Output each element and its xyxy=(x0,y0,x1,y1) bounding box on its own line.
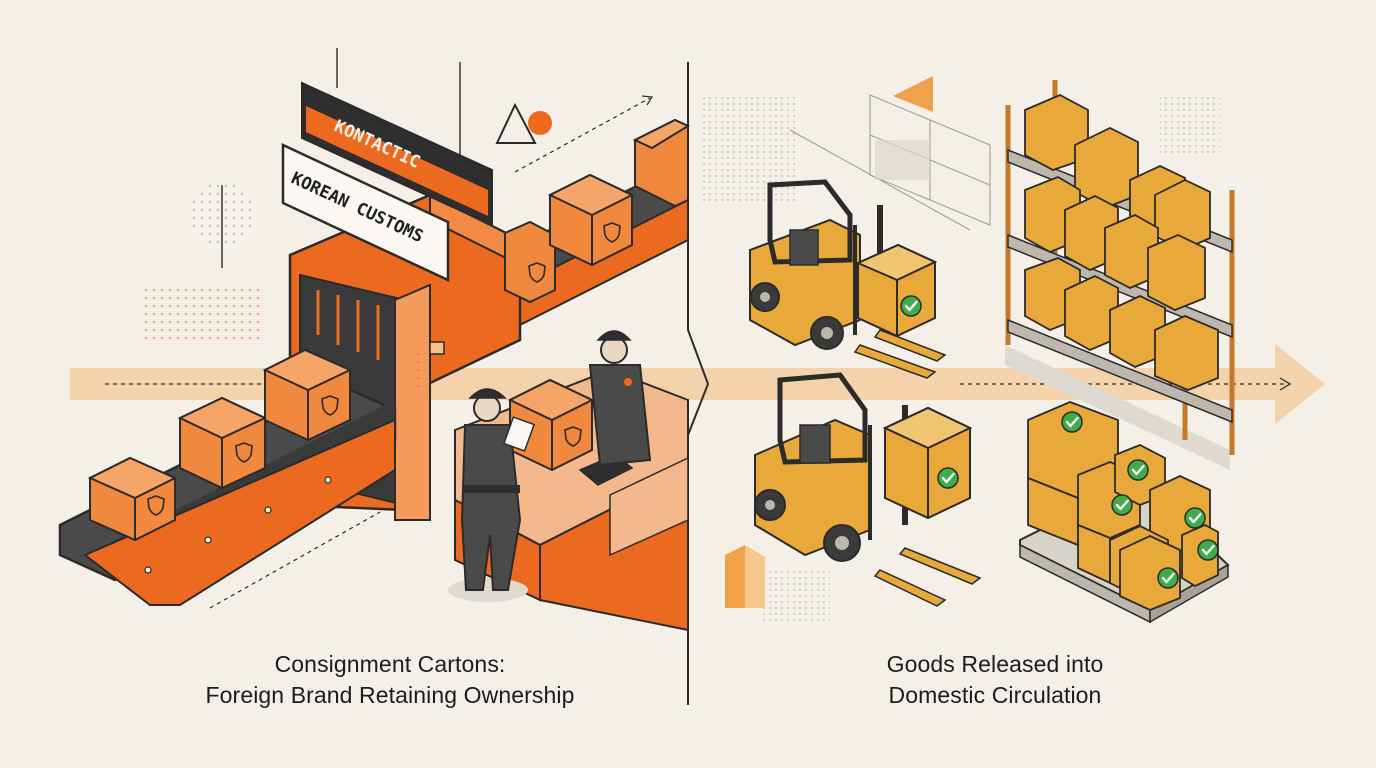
release-caption: Goods Released into Domestic Circulation xyxy=(840,649,1150,711)
clipboard-icon xyxy=(502,416,536,452)
consignment-carton-3 xyxy=(262,348,353,442)
forklift-bottom xyxy=(754,372,982,607)
release-caption-line2: Domestic Circulation xyxy=(888,682,1102,708)
brand-logo-icon xyxy=(307,113,330,137)
consignment-caption: Consignment Cartons: Foreign Brand Retai… xyxy=(115,649,665,711)
consignment-carton-4 xyxy=(504,220,556,304)
customs-officer-back xyxy=(588,330,652,467)
consignment-caption-line1: Consignment Cartons: xyxy=(274,651,506,677)
consignment-carton-6 xyxy=(632,118,691,208)
consignment-caption-line2: Foreign Brand Retaining Ownership xyxy=(205,682,575,708)
forklift-top xyxy=(749,179,947,379)
release-caption-line1: Goods Released into xyxy=(886,651,1104,677)
background-decor xyxy=(143,48,1220,625)
brand-sign: KONTACTIC xyxy=(301,81,493,227)
consignment-carton-1 xyxy=(87,456,178,542)
consignment-carton-5 xyxy=(547,173,635,267)
released-pallet xyxy=(1019,401,1230,624)
customs-officer-front xyxy=(448,388,536,602)
flow-arrow xyxy=(70,344,1325,424)
warehouse-shelving xyxy=(1005,80,1235,470)
consignment-carton-2 xyxy=(177,396,268,490)
